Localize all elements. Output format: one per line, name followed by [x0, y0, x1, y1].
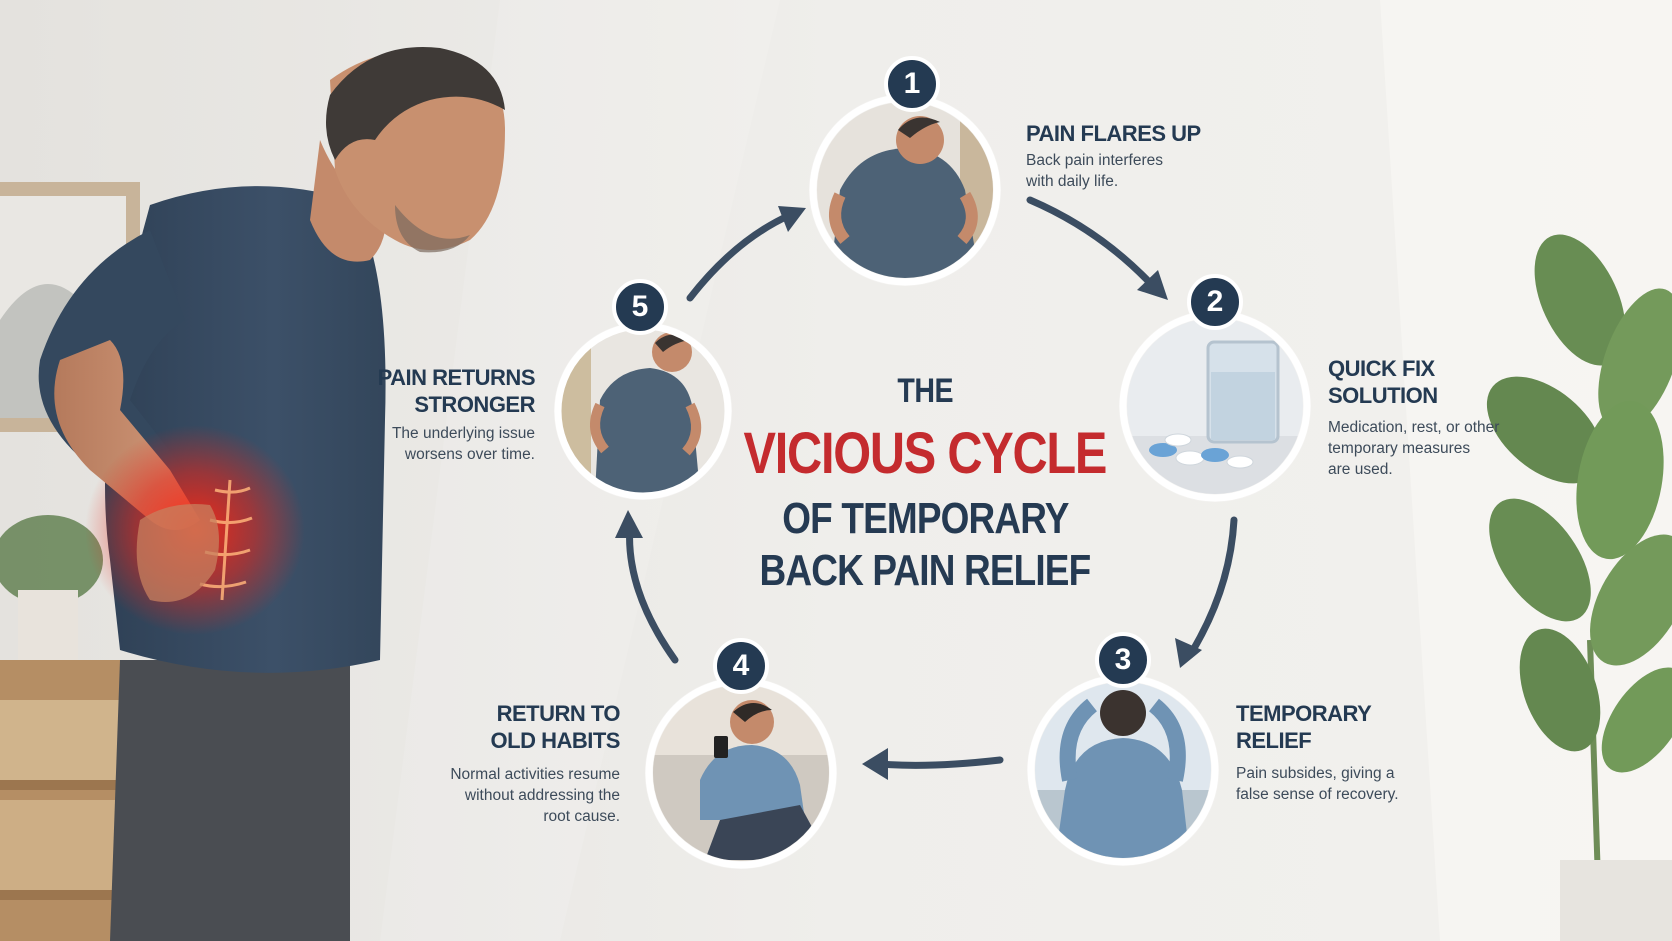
step-number-badge — [612, 56, 1243, 694]
title-of-temporary: OF TEMPORARY — [781, 494, 1069, 543]
step-1-photo — [809, 94, 1001, 286]
step-2-number: 2 — [1206, 285, 1224, 318]
step-3-photo — [1027, 674, 1219, 866]
step-4-photo — [645, 677, 837, 869]
step-3-title: TEMPORARY RELIEF — [1236, 701, 1372, 753]
step-5-title: PAIN RETURNS STRONGER — [377, 365, 536, 417]
step-4-title: RETURN TO OLD HABITS — [490, 701, 621, 753]
step-1-number: 1 — [903, 67, 921, 100]
step-5-number: 5 — [631, 290, 649, 323]
step-3-description: Pain subsides, giving a false sense of r… — [1236, 765, 1399, 803]
man-illustration — [38, 46, 505, 941]
cycle-arrows — [626, 196, 1238, 769]
step-1-description: Back pain interferes with daily life. — [1026, 152, 1163, 190]
step-3-number: 3 — [1114, 643, 1132, 676]
step-5-description: The underlying issue worsens over time. — [391, 425, 535, 463]
title-back-pain-relief: BACK PAIN RELIEF — [759, 546, 1092, 595]
step-2-description: Medication, rest, or other temporary mea… — [1328, 419, 1500, 478]
title-vicious-cycle: VICIOUS CYCLE — [743, 421, 1108, 486]
step-4-number: 4 — [732, 649, 750, 682]
title-the: THE — [897, 372, 953, 410]
cycle-arrow-icon — [615, 206, 1202, 780]
step-4-description: Normal activities resume without address… — [450, 766, 620, 825]
step-1-title: PAIN FLARES UP — [1026, 121, 1201, 146]
step-2-title: QUICK FIX SOLUTION — [1328, 356, 1438, 408]
